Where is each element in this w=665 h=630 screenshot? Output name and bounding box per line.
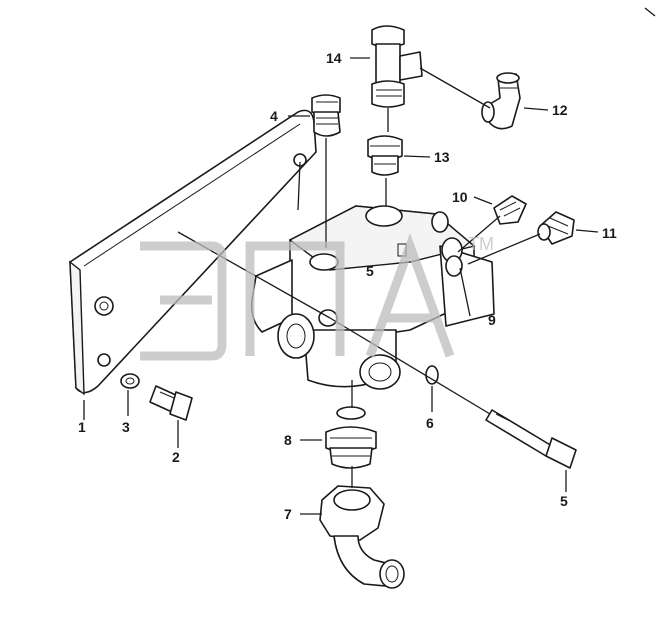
body-marking: 5	[366, 263, 374, 279]
part-14-tee-fitting	[371, 25, 423, 108]
part-11-connector	[537, 211, 575, 245]
callout-5: 5	[560, 493, 568, 509]
part-13-fitting	[367, 135, 403, 176]
valve-body: 5	[250, 205, 495, 390]
callout-leaders	[83, 57, 599, 515]
watermark-tm: TM	[468, 234, 494, 254]
callout-8: 8	[284, 432, 292, 448]
callout-13: 13	[434, 149, 450, 165]
callout-4: 4	[270, 108, 278, 124]
callout-6: 6	[426, 415, 434, 431]
callout-7: 7	[284, 506, 292, 522]
part-5-long-pin	[485, 409, 577, 469]
part-9-plug	[445, 255, 463, 277]
callout-1: 1	[78, 419, 86, 435]
corner-mark	[644, 7, 656, 17]
callout-12: 12	[552, 102, 568, 118]
callout-11: 11	[602, 225, 617, 241]
callout-10: 10	[452, 189, 468, 205]
part-8-adapter	[325, 406, 377, 469]
callout-labels: 1 2 3 4 5 6 7 8 9 10 11 12 13 14	[78, 50, 617, 522]
callout-3: 3	[122, 419, 130, 435]
watermark-logo: TM	[140, 232, 494, 361]
callout-2: 2	[172, 449, 180, 465]
part-12-elbow-fitting	[481, 72, 521, 130]
callout-9: 9	[488, 312, 496, 328]
part-1-bracket-plate	[69, 109, 317, 396]
part-7-elbow-fitting	[319, 485, 405, 589]
part-10-connector	[493, 195, 527, 225]
part-2-bolt	[149, 385, 193, 421]
callout-14: 14	[326, 50, 342, 66]
part-4-fitting	[311, 94, 341, 137]
part-3-washer	[120, 373, 140, 389]
